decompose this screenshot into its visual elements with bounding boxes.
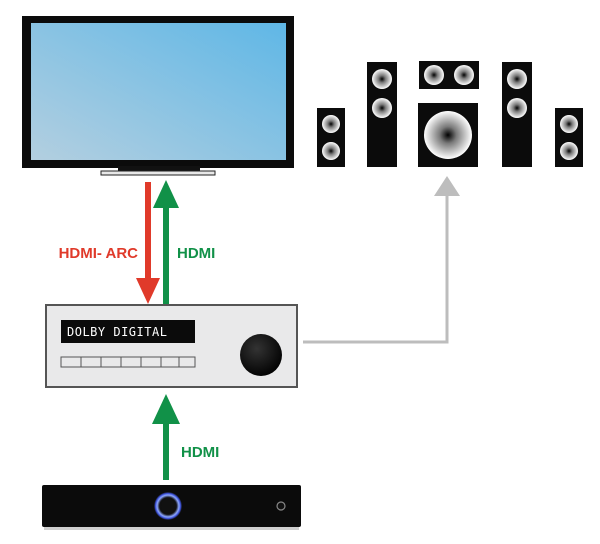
surround-speaker-icon bbox=[317, 61, 583, 167]
hdmi-tv-arrow bbox=[153, 180, 179, 305]
speaker-center bbox=[419, 61, 479, 89]
hdmi-tv-label: HDMI bbox=[177, 245, 215, 262]
source-base bbox=[44, 527, 299, 530]
speaker-far-left bbox=[317, 108, 345, 167]
receiver-display bbox=[61, 320, 195, 343]
set-top-box-icon bbox=[42, 485, 301, 530]
tv-icon bbox=[22, 16, 294, 176]
hdmi-source-arrow bbox=[152, 394, 180, 480]
tv-screen bbox=[31, 23, 286, 160]
speaker-link-arrow bbox=[303, 176, 460, 344]
hdmi-source-label: HDMI bbox=[181, 444, 219, 461]
tv-stand-base bbox=[100, 170, 216, 176]
hdmi-arc-label: HDMI- ARC bbox=[59, 245, 139, 262]
av-receiver-icon: DOLBY DIGITAL bbox=[45, 304, 298, 388]
speaker-front-right bbox=[502, 62, 532, 167]
hdmi-arc-arrow bbox=[136, 182, 160, 304]
receiver-volume-knob bbox=[240, 334, 282, 376]
receiver-button-row bbox=[60, 356, 196, 368]
source-power-center bbox=[161, 499, 175, 513]
subwoofer bbox=[418, 103, 478, 167]
speaker-front-left bbox=[367, 62, 397, 167]
source-indicator-light bbox=[276, 501, 286, 511]
tv-stand-neck bbox=[118, 166, 200, 172]
receiver-display-text: DOLBY DIGITAL bbox=[67, 325, 167, 339]
speaker-far-right bbox=[555, 108, 583, 167]
